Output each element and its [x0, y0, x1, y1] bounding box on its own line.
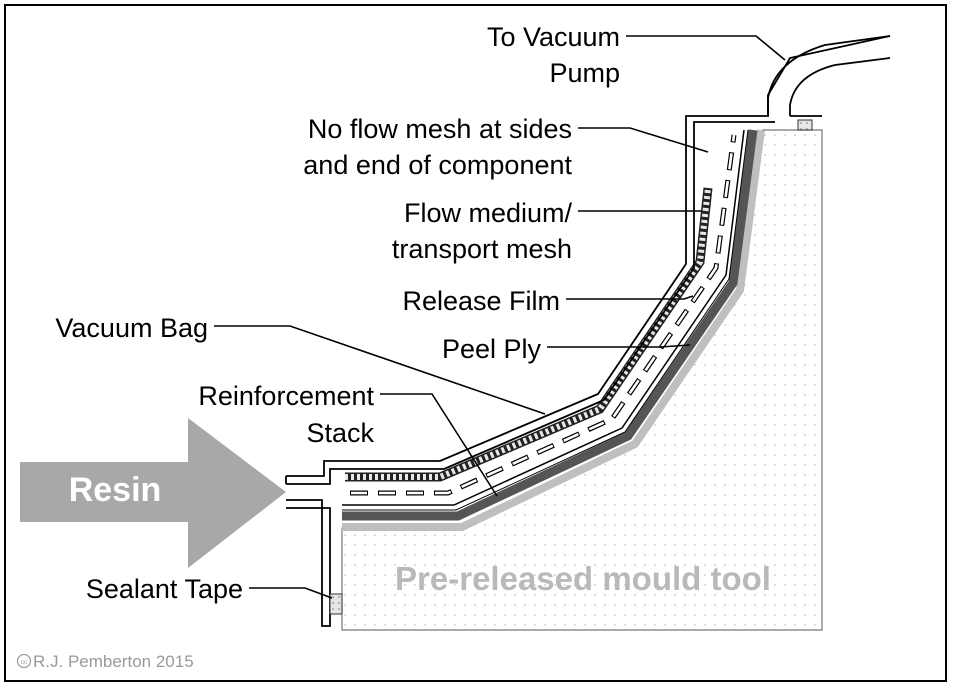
no-flow-mesh-line-inner	[350, 134, 736, 495]
vacuum-bag	[286, 35, 891, 477]
resin-arrow	[20, 418, 286, 568]
label-release-film: Release Film	[402, 286, 560, 316]
label-to-vacuum-pump-line1: To Vacuum	[487, 22, 620, 52]
reinforcement-stack	[342, 129, 758, 521]
flow-medium-mesh	[345, 187, 713, 482]
leader-to-vacuum-pump	[626, 35, 786, 61]
label-no-flow-mesh-line1: No flow mesh at sides	[308, 114, 572, 144]
leader-peel-ply	[547, 344, 691, 348]
label-reinforcement-stack-line1: Reinforcement	[198, 381, 374, 411]
leader-no-flow-mesh	[578, 127, 709, 153]
leader-sealant-tape	[249, 587, 333, 599]
label-sealant-tape: Sealant Tape	[86, 574, 243, 604]
release-film-line	[342, 129, 745, 506]
sealant-tape	[329, 593, 343, 615]
label-flow-medium-line2: transport mesh	[392, 234, 572, 264]
mould-tool-label: Pre-released mould tool	[395, 560, 771, 597]
resin-arrow-label: Resin	[69, 471, 162, 509]
leader-release-film	[566, 295, 694, 300]
copyright-icon: cc	[16, 653, 32, 669]
leader-reinforcement-stack	[380, 393, 498, 497]
label-no-flow-mesh-line2: and end of component	[303, 150, 572, 180]
sealant-tape-top	[797, 119, 813, 131]
resin-inlet-pipe-lower	[286, 499, 331, 627]
label-reinforcement-stack-line2: Stack	[306, 418, 374, 448]
vacuum-pump-line	[767, 35, 891, 116]
label-flow-medium-line1: Flow medium/	[404, 198, 573, 228]
vacuum-bag-inner	[286, 121, 775, 485]
vacuum-pump-line-inner	[789, 57, 891, 116]
label-to-vacuum-pump-line2: Pump	[549, 58, 620, 88]
svg-text:cc: cc	[21, 659, 28, 666]
label-peel-ply: Peel Ply	[442, 334, 542, 364]
label-vacuum-bag: Vacuum Bag	[55, 313, 208, 343]
peel-ply-outline	[342, 129, 749, 511]
peel-ply	[342, 129, 765, 531]
copyright-text: R.J. Pemberton 2015	[33, 652, 194, 671]
leader-vacuum-bag	[214, 325, 546, 415]
